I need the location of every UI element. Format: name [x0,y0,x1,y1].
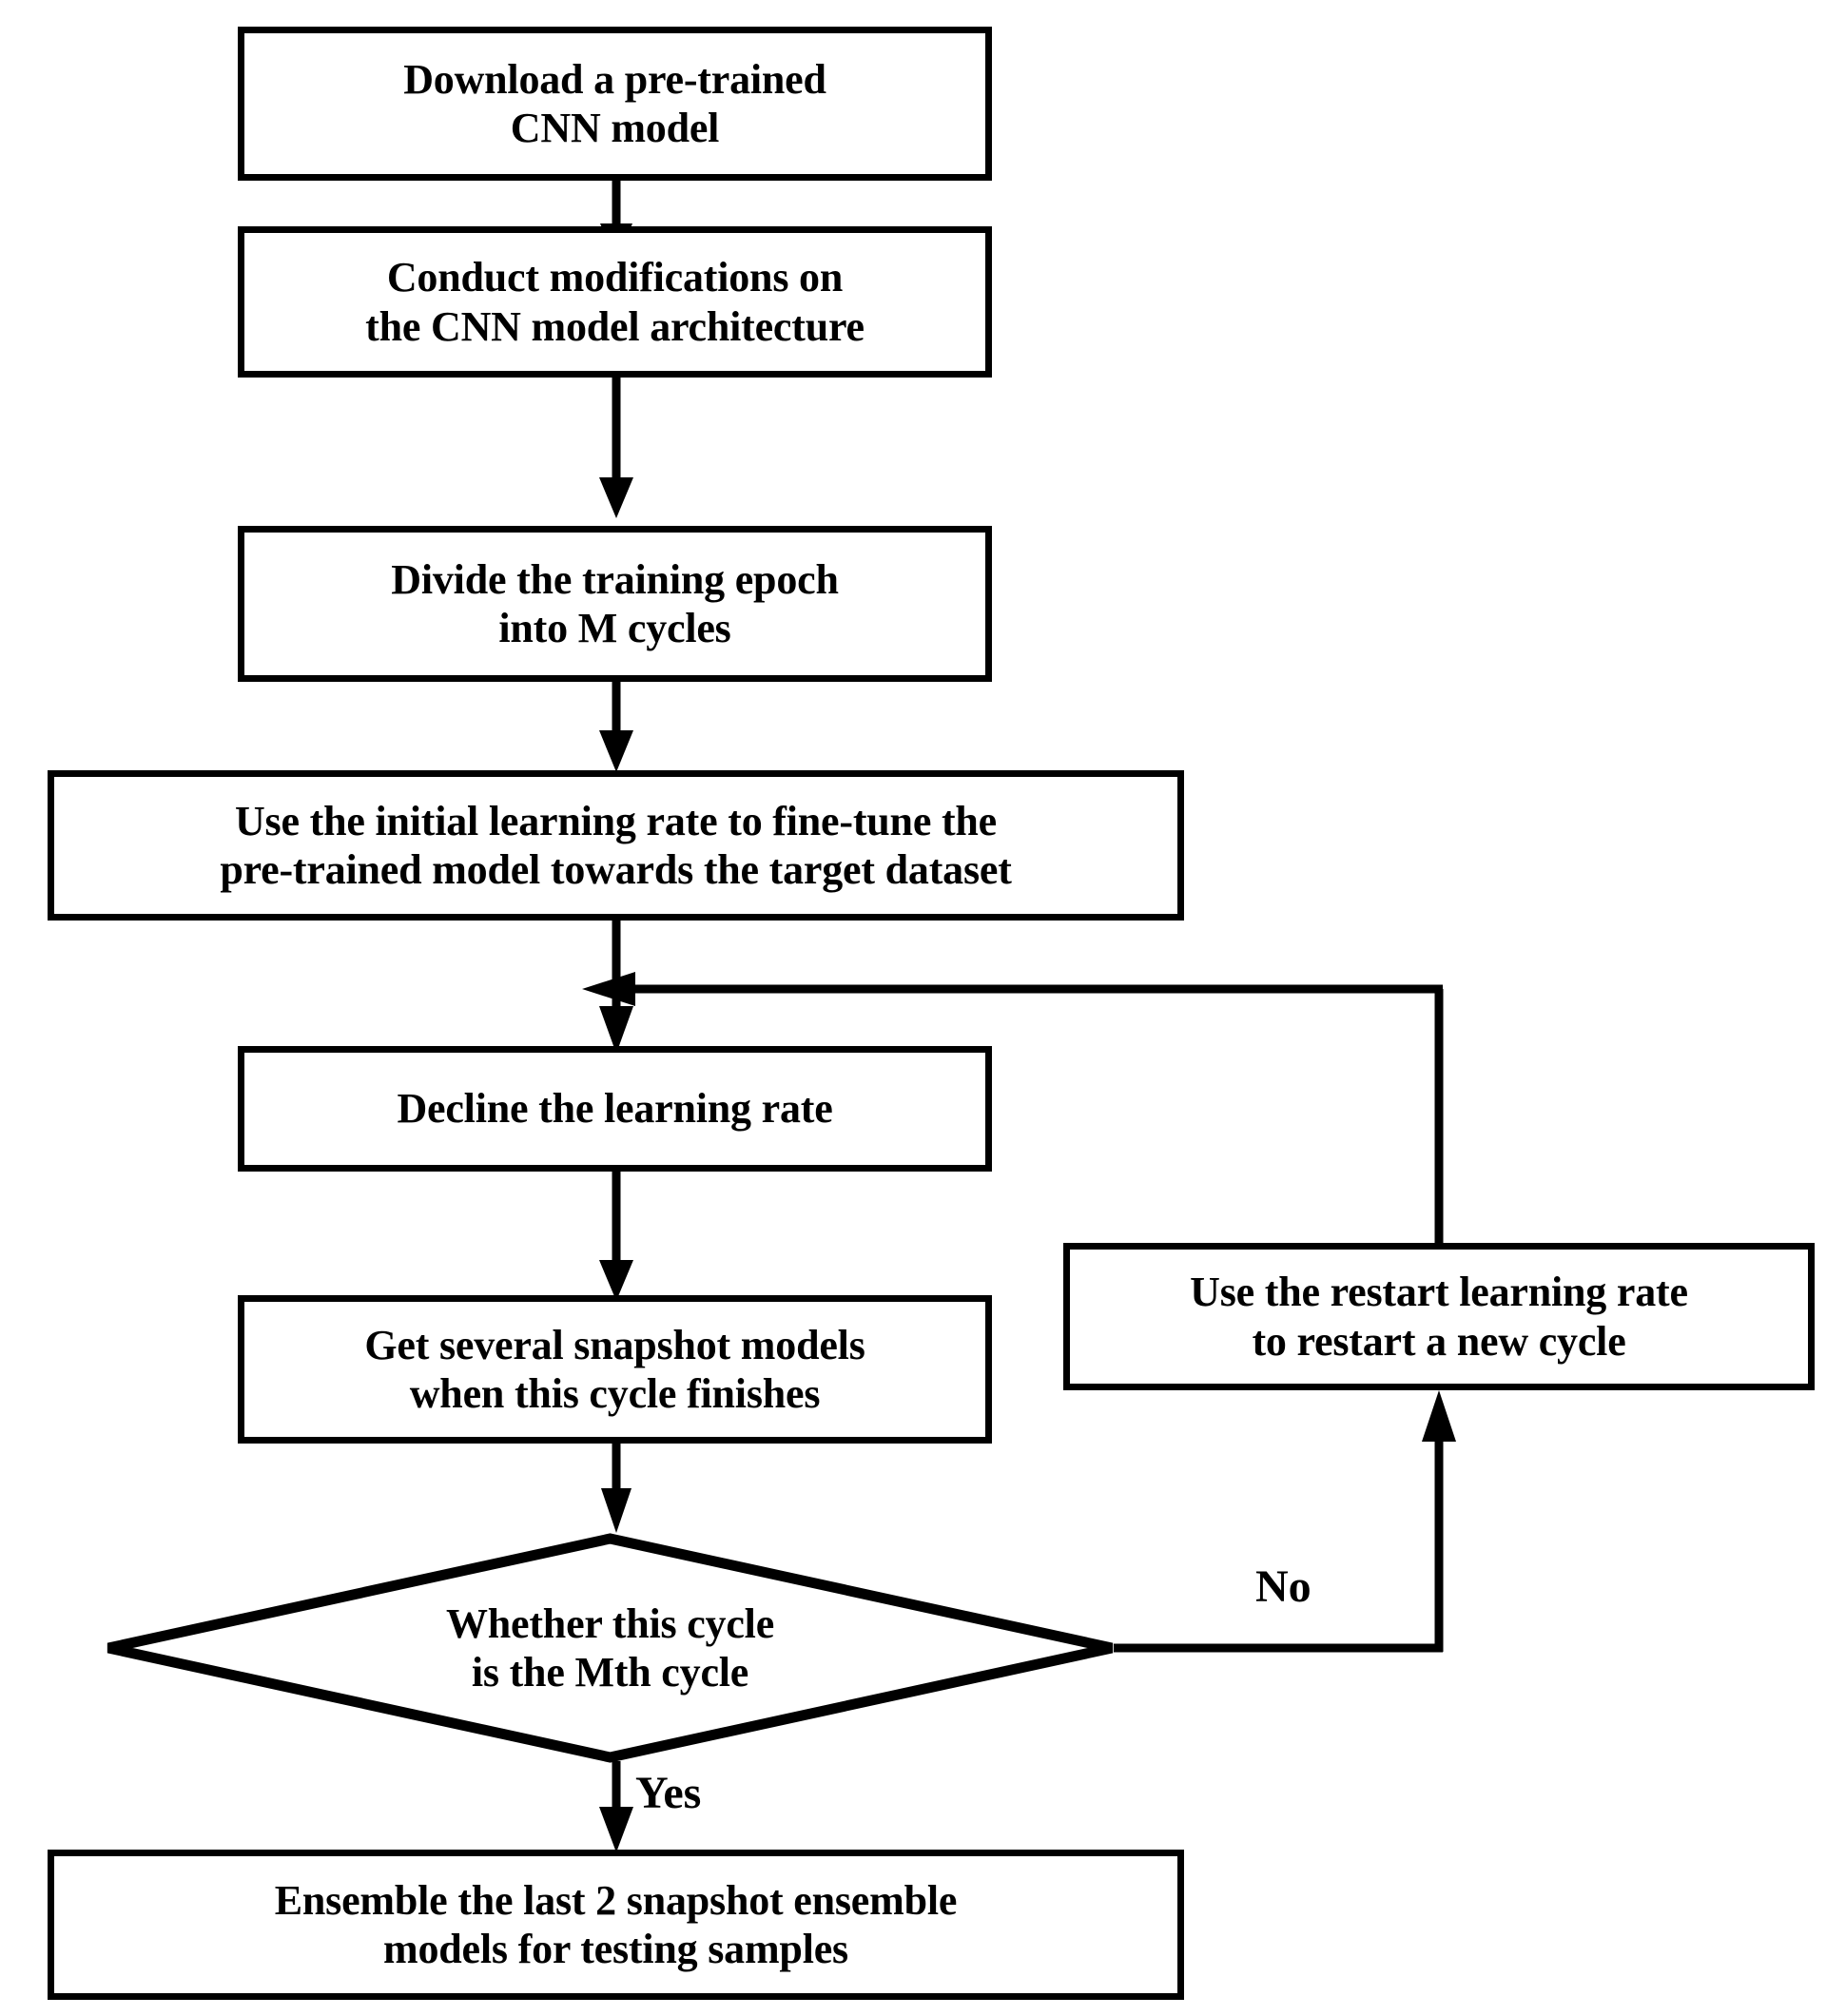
node-conduct-modifications: Conduct modifications on the CNN model a… [238,226,992,378]
node-restart-learning-rate-label: Use the restart learning rate to restart… [1190,1269,1688,1365]
node-ensemble-snapshots: Ensemble the last 2 snapshot ensemble mo… [48,1850,1184,2000]
node-restart-learning-rate: Use the restart learning rate to restart… [1063,1243,1815,1390]
node-get-snapshot-models-label: Get several snapshot models when this cy… [364,1321,865,1417]
node-download-pretrained-cnn: Download a pre-trained CNN model [238,27,992,181]
node-download-pretrained-cnn-label: Download a pre-trained CNN model [403,55,826,151]
edge-divide-to-initial-lr [599,682,633,772]
edge-label-yes: Yes [635,1768,702,1818]
node-divide-training-epoch-label: Divide the training epoch into M cycles [391,555,839,651]
node-divide-training-epoch: Divide the training epoch into M cycles [238,526,992,682]
edge-decision-no-to-restart [1114,1390,1456,1653]
node-initial-learning-rate: Use the initial learning rate to fine-tu… [48,770,1184,921]
node-decision-mth-cycle-label: Whether this cycle is the Mth cycle [445,1599,775,1696]
edge-decline-lr-to-snapshots [599,1172,633,1301]
edge-label-no: No [1255,1561,1312,1612]
node-decline-learning-rate: Decline the learning rate [238,1046,992,1172]
node-ensemble-snapshots-label: Ensemble the last 2 snapshot ensemble mo… [274,1876,958,1972]
edge-modify-to-divide [599,378,633,518]
node-get-snapshot-models: Get several snapshot models when this cy… [238,1295,992,1444]
decision-diamond-shape [107,1533,1114,1763]
node-decision-mth-cycle: Whether this cycle is the Mth cycle [103,1533,1117,1763]
edge-restart-loop-back [582,972,1444,1243]
node-initial-learning-rate-label: Use the initial learning rate to fine-tu… [220,797,1012,893]
node-conduct-modifications-label: Conduct modifications on the CNN model a… [365,254,865,350]
node-decline-learning-rate-label: Decline the learning rate [397,1085,833,1133]
edge-snapshots-to-decision [601,1444,632,1533]
edge-decision-yes-to-ensemble [599,1761,633,1852]
